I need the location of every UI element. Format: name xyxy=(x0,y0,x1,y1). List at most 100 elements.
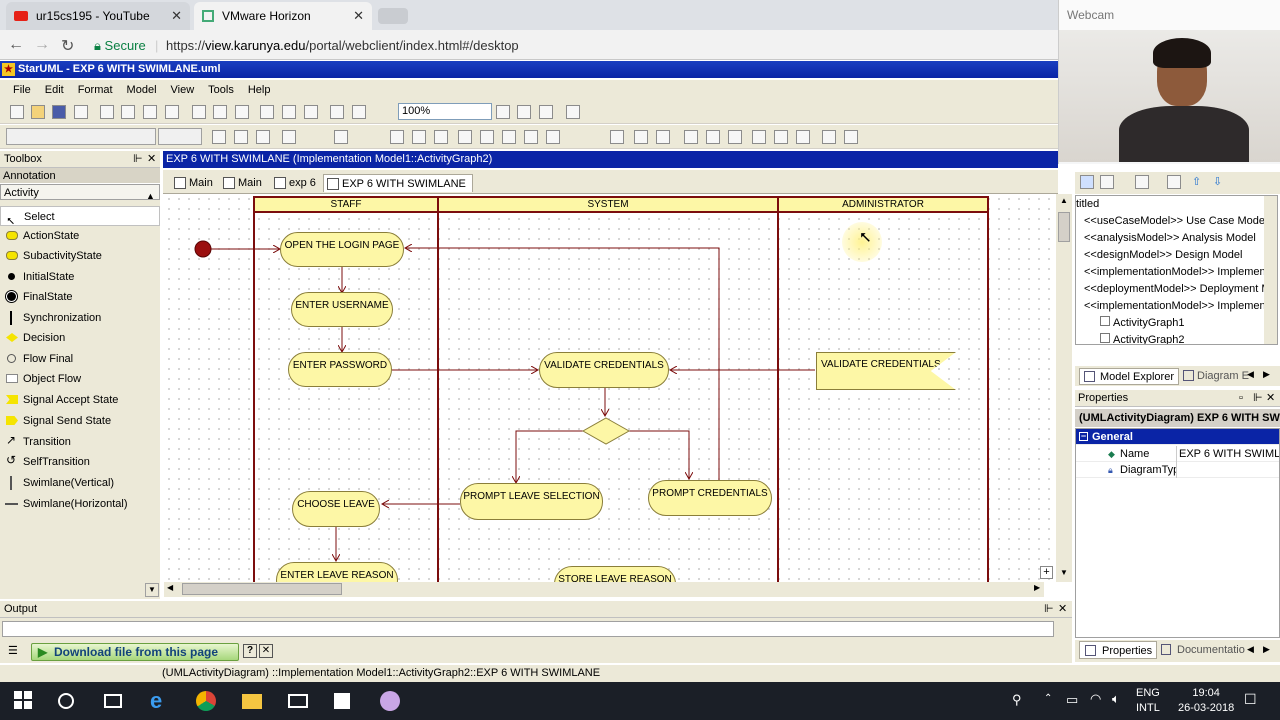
line-style-icon[interactable] xyxy=(282,130,296,144)
diagram-vertical-scrollbar[interactable]: ▲ ▼ xyxy=(1056,194,1072,582)
scroll-thumb[interactable] xyxy=(182,583,342,595)
property-group-general[interactable]: − General xyxy=(1076,429,1279,445)
tool-actionstate[interactable]: ActionState xyxy=(0,226,160,246)
close-tab-icon[interactable]: ✕ xyxy=(353,8,364,23)
menu-format[interactable]: Format xyxy=(77,84,113,96)
find-icon[interactable] xyxy=(235,105,249,119)
back-icon[interactable]: ← xyxy=(8,36,24,53)
swimlane-system[interactable]: SYSTEM xyxy=(437,196,779,213)
scroll-left-icon[interactable]: ◀ xyxy=(167,583,174,592)
node-store-leave-reason[interactable]: STORE LEAVE REASON xyxy=(554,566,676,582)
zoom-out-icon[interactable] xyxy=(517,105,531,119)
align-icon[interactable] xyxy=(458,130,472,144)
scroll-up-icon[interactable]: ▲ xyxy=(1060,196,1068,205)
browser-tab-vmware[interactable]: VMware Horizon ✕ xyxy=(194,2,372,30)
output-text-area[interactable] xyxy=(2,621,1054,637)
arrow-down-icon[interactable]: ⇩ xyxy=(1213,176,1223,188)
fit-icon[interactable] xyxy=(539,105,553,119)
node-open-login-page[interactable]: OPEN THE LOGIN PAGE xyxy=(280,232,404,267)
tree-item-activity-graph1[interactable]: ActivityGraph1 xyxy=(1100,315,1185,332)
align-icon[interactable] xyxy=(546,130,560,144)
node-enter-leave-reason[interactable]: ENTER LEAVE REASON xyxy=(276,562,398,582)
initial-state-node[interactable] xyxy=(194,240,212,258)
wifi-icon[interactable]: ◠ xyxy=(1090,691,1102,706)
align-icon[interactable] xyxy=(480,130,494,144)
cut-icon[interactable] xyxy=(100,105,114,119)
tab-model-explorer[interactable]: Model Explorer xyxy=(1079,368,1179,385)
align-left-icon[interactable] xyxy=(684,130,698,144)
tree-root[interactable]: titled xyxy=(1076,198,1100,210)
tab-documentation[interactable]: Documentatio xyxy=(1157,641,1249,659)
print-icon[interactable] xyxy=(74,105,88,119)
close-icon[interactable]: ✕ xyxy=(1058,603,1068,615)
node-enter-username[interactable]: ENTER USERNAME xyxy=(291,292,393,327)
scroll-down-button[interactable]: ▼ xyxy=(145,583,159,597)
order-icon[interactable] xyxy=(634,130,648,144)
url-field[interactable]: https://view.karunya.edu/portal/webclien… xyxy=(166,38,519,53)
volume-icon[interactable]: 🔈︎ xyxy=(1112,691,1120,706)
diagram-horizontal-scrollbar[interactable]: ◀ ▶ xyxy=(164,582,1044,597)
windows-start-icon[interactable] xyxy=(14,691,34,711)
delete-icon[interactable] xyxy=(165,105,179,119)
node-enter-password[interactable]: ENTER PASSWORD xyxy=(288,352,392,387)
sort-icon[interactable] xyxy=(1100,175,1114,189)
task-view-icon[interactable] xyxy=(104,694,122,708)
tool-select[interactable]: ⭦Select xyxy=(0,206,160,228)
tab-diagram-explorer[interactable]: Diagram E xyxy=(1179,368,1253,385)
align-bottom-icon[interactable] xyxy=(796,130,810,144)
undo-icon[interactable] xyxy=(192,105,206,119)
new-tab-button[interactable] xyxy=(378,8,408,24)
navigator-icon[interactable]: + xyxy=(1040,566,1053,579)
browser-tab-youtube[interactable]: ur15cs195 - YouTube ✕ xyxy=(6,2,190,30)
tab-exp6-swimlane[interactable]: EXP 6 WITH SWIMLANE xyxy=(323,174,473,192)
tool-subactivitystate[interactable]: SubactivityState xyxy=(0,246,160,266)
tool-finalstate[interactable]: FinalState xyxy=(0,287,160,307)
collapse-icon[interactable]: − xyxy=(1079,431,1088,441)
scroll-right-icon[interactable]: ▶ xyxy=(1034,583,1041,592)
pin-icon[interactable]: ⊩ xyxy=(133,153,143,165)
group-icon[interactable] xyxy=(610,130,624,144)
people-icon[interactable]: ⚲ xyxy=(1012,692,1022,707)
help-icon[interactable]: ? xyxy=(243,644,257,658)
node-prompt-leave-selection[interactable]: PROMPT LEAVE SELECTION xyxy=(460,483,603,520)
close-tab-icon[interactable]: ✕ xyxy=(171,8,182,23)
redo-icon[interactable] xyxy=(213,105,227,119)
tool-swimlane-vertical[interactable]: Swimlane(Vertical) xyxy=(0,473,160,493)
diagram-canvas[interactable]: STAFF SYSTEM ADMINISTRATOR OPEN THE LOGI… xyxy=(164,194,1056,582)
chrome-icon[interactable] xyxy=(196,691,216,711)
menu-help[interactable]: Help xyxy=(247,84,271,96)
align-icon[interactable] xyxy=(524,130,538,144)
tool-initialstate[interactable]: InitialState xyxy=(0,267,160,287)
diagram-icon[interactable] xyxy=(304,105,318,119)
chevron-left-icon[interactable]: ◀ xyxy=(1247,644,1254,654)
tab-properties[interactable]: Properties xyxy=(1079,641,1158,659)
close-icon[interactable]: ✕ xyxy=(259,644,273,658)
tab-main-1[interactable]: Main xyxy=(171,174,213,192)
diagram-icon[interactable] xyxy=(260,105,274,119)
tree-vertical-scrollbar[interactable] xyxy=(1264,196,1277,344)
menu-edit[interactable]: Edit xyxy=(44,84,64,96)
toolbox-section-activity[interactable]: Activity ▲ xyxy=(0,184,160,201)
menu-file[interactable]: File xyxy=(13,84,31,96)
pin-icon[interactable]: ⊩ xyxy=(1044,603,1054,615)
font-combo[interactable] xyxy=(6,128,156,145)
tree-item-implementation-model[interactable]: <<implementationModel>> Implementa xyxy=(1084,266,1275,278)
tool-synchronization[interactable]: Synchronization xyxy=(0,308,160,328)
forward-icon[interactable]: → xyxy=(34,36,50,53)
color-icon[interactable] xyxy=(352,105,366,119)
align-center-icon[interactable] xyxy=(706,130,720,144)
chevron-right-icon[interactable]: ▶ xyxy=(1263,644,1270,654)
reload-icon[interactable]: ↻ xyxy=(61,38,75,55)
app-icon[interactable] xyxy=(380,691,400,711)
store-icon[interactable] xyxy=(334,693,350,709)
chevron-up-icon[interactable]: ▲ xyxy=(146,191,155,201)
chevron-up-icon[interactable]: ⌃ xyxy=(1044,693,1053,704)
tree-item-analysis-model[interactable]: <<analysisModel>> Analysis Model xyxy=(1084,232,1256,244)
swimlane-staff[interactable]: STAFF xyxy=(253,196,439,213)
node-validate-credentials[interactable]: VALIDATE CREDENTIALS xyxy=(539,352,669,388)
distribute-icon[interactable] xyxy=(822,130,836,144)
order-icon[interactable] xyxy=(656,130,670,144)
menu-tools[interactable]: Tools xyxy=(208,84,234,96)
